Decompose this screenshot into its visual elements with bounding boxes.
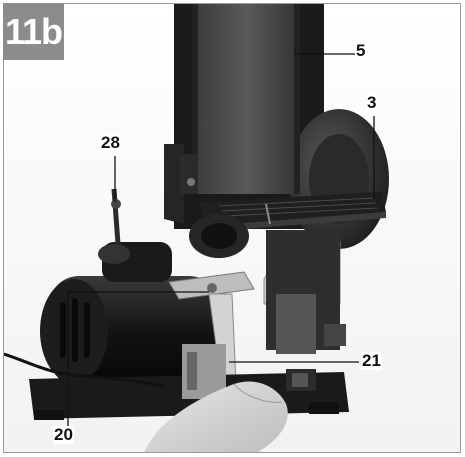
callout-28: 28: [100, 133, 121, 152]
callout-20: 20: [53, 425, 74, 444]
callout-3: 3: [366, 93, 378, 112]
product-photo: [3, 3, 461, 453]
figure-number-tab: 11b: [3, 3, 64, 60]
sanding-table: [199, 192, 386, 226]
belt-disc-sander-photo: [4, 4, 460, 452]
callout-21: 21: [361, 351, 382, 370]
hand: [144, 381, 288, 452]
callout-5: 5: [355, 41, 367, 60]
leader-20: [67, 291, 209, 428]
power-cord: [4, 352, 165, 388]
sanding-belt: [192, 4, 300, 194]
